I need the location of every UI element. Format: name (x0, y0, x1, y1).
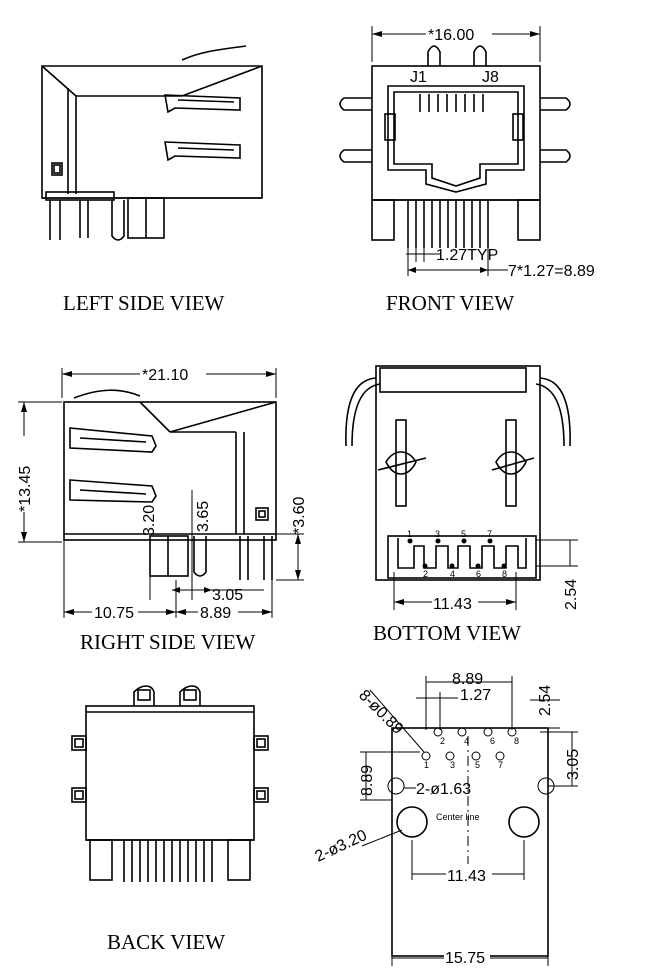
right-side-view: *21.10 *13.45 3.20 (14, 362, 308, 622)
fp-pin-3: 3 (450, 760, 455, 770)
bottom-pin-8: 8 (502, 569, 507, 579)
fp-pin-7: 7 (498, 760, 503, 770)
bottom-pin-labels: 1 2 3 4 5 6 7 8 (407, 529, 507, 579)
bottom-span-dim: 11.43 (433, 596, 472, 613)
right-height-dim: *13.45 (17, 466, 34, 512)
left-side-view-title: LEFT SIDE VIEW (63, 291, 225, 315)
front-pitch-dim: 1.27TYP (436, 247, 498, 264)
fp-pin-6: 6 (490, 736, 495, 746)
right-dim-305: 3.05 (212, 587, 243, 604)
fp-top-127: 1.27 (460, 687, 491, 704)
footprint-view: 8.89 1.27 2.54 8-ø0.89 1 2 3 4 5 6 7 8 (313, 671, 582, 967)
right-dim-1075: 10.75 (94, 605, 134, 622)
back-view (71, 685, 269, 882)
fp-holes-label: 8-ø0.89 (355, 687, 406, 738)
fp-pin-5: 5 (475, 760, 480, 770)
front-view-title: FRONT VIEW (386, 291, 514, 315)
front-width-dim: *16.00 (428, 27, 474, 44)
bottom-pin-4: 4 (450, 569, 455, 579)
front-j8-label: J8 (482, 69, 499, 86)
bottom-view: 1 2 3 4 5 6 7 8 11.43 2.54 (345, 365, 580, 613)
front-span-dim: 7*1.27=8.89 (508, 263, 595, 280)
fp-pin-1: 1 (424, 760, 429, 770)
fp-span-1143: 11.43 (447, 868, 486, 885)
fp-span-1575: 15.75 (445, 950, 485, 967)
right-dim-365: 3.65 (195, 501, 212, 532)
bottom-pin-5: 5 (461, 529, 466, 539)
fp-pin-holes: 1 2 3 4 5 6 7 8 (421, 727, 519, 770)
front-view: *16.00 J1 J8 (339, 22, 595, 280)
fp-dim-254: 2.54 (537, 685, 554, 716)
right-length-dim: *21.10 (142, 367, 188, 384)
fp-pin-8: 8 (514, 736, 519, 746)
bottom-pin-1: 1 (407, 529, 412, 539)
bottom-pin-6: 6 (476, 569, 481, 579)
fp-right-305: 3.05 (565, 749, 582, 780)
fp-pin-4: 4 (464, 736, 469, 746)
right-dim-889: 8.89 (200, 605, 231, 622)
fp-pin-2: 2 (440, 736, 445, 746)
back-pins (123, 840, 213, 882)
front-pins (407, 200, 489, 248)
fp-top-889: 8.89 (452, 671, 483, 688)
back-view-title: BACK VIEW (107, 930, 225, 954)
fp-center-label: Center line (436, 812, 480, 822)
fp-peg-label: 2-ø1.63 (416, 781, 471, 798)
fp-left-889: 8.89 (359, 765, 376, 796)
front-j1-label: J1 (410, 69, 427, 86)
right-dim-320: 3.20 (141, 505, 158, 536)
bottom-pin-3: 3 (435, 529, 440, 539)
fp-mount-label: 2-ø3.20 (313, 827, 370, 866)
front-contacts (419, 94, 484, 112)
bottom-view-title: BOTTOM VIEW (373, 621, 521, 645)
bottom-pin-7: 7 (487, 529, 492, 539)
bottom-pin-2: 2 (423, 569, 428, 579)
right-dim-360: *3.60 (291, 497, 308, 534)
right-side-view-title: RIGHT SIDE VIEW (80, 630, 256, 654)
left-side-view (41, 45, 263, 241)
bottom-dim-254: 2.54 (563, 579, 580, 610)
